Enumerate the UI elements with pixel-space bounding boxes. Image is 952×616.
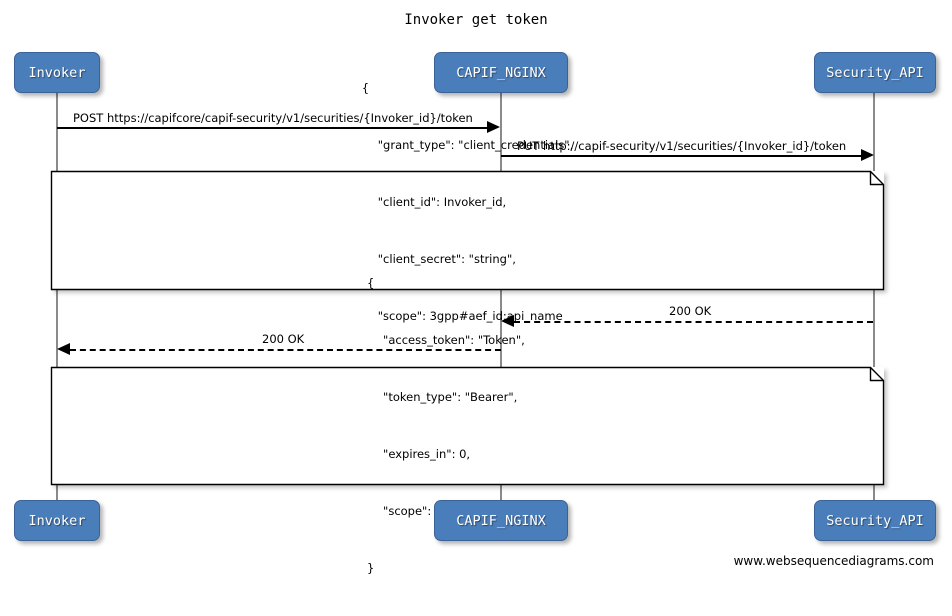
lifeline-invoker xyxy=(56,93,58,501)
note-border-shape xyxy=(50,170,885,291)
message-label-200-ok-invoker: 200 OK xyxy=(262,332,305,346)
note-line: { xyxy=(367,276,375,290)
note-line: "grant_type": "client_credentials", xyxy=(377,137,574,152)
participant-label: CAPIF_NGINX xyxy=(456,512,546,529)
note-line: "client_id": Invoker_id, xyxy=(377,194,507,209)
sequence-diagram-canvas: Invoker get token Invoker CAPIF_NGINX Se… xyxy=(14,12,936,575)
note-line: } xyxy=(367,561,375,575)
arrow-head-200-ok-security xyxy=(501,315,514,327)
arrow-head-200-ok-invoker xyxy=(57,343,70,355)
participant-label: Security_API xyxy=(826,64,924,81)
participant-label: Invoker xyxy=(28,512,86,529)
diagram-title: Invoker get token xyxy=(404,12,548,28)
participant-invoker-bottom[interactable]: Invoker xyxy=(14,500,100,541)
message-line-200-ok-security xyxy=(514,321,873,323)
message-line-200-ok-invoker xyxy=(70,349,501,351)
note-line: { xyxy=(361,80,370,95)
lifeline-capif-nginx xyxy=(500,93,502,501)
message-line-put-token xyxy=(501,155,861,157)
note-body: { "grant_type": "client_credentials", "c… xyxy=(362,41,573,421)
message-label-post-token: POST https://capifcore/capif-security/v1… xyxy=(73,111,473,125)
note-line: "expires_in": 0, xyxy=(383,447,471,461)
participant-capif-nginx-bottom[interactable]: CAPIF_NGINX xyxy=(434,500,568,541)
participant-security-api-bottom[interactable]: Security_API xyxy=(814,500,936,541)
participant-capif-nginx-top[interactable]: CAPIF_NGINX xyxy=(434,52,568,93)
participant-invoker-top[interactable]: Invoker xyxy=(14,52,100,93)
note-request-body: { "grant_type": "client_credentials", "c… xyxy=(50,81,885,380)
lifeline-security-api xyxy=(873,93,875,501)
note-response-body: { "access_token": "Token", "token_type":… xyxy=(50,276,885,575)
message-label-200-ok-security: 200 OK xyxy=(669,304,712,318)
participant-label: Security_API xyxy=(826,512,924,529)
message-label-put-token: PUT http://capif-security/v1/securities/… xyxy=(517,139,847,153)
note-line: "client_secret": "string", xyxy=(377,251,516,266)
participant-label: CAPIF_NGINX xyxy=(456,64,546,81)
participant-security-api-top[interactable]: Security_API xyxy=(814,52,936,93)
arrow-head-post-token xyxy=(487,121,500,133)
message-line-post-token xyxy=(57,127,487,129)
arrow-head-put-token xyxy=(861,149,874,161)
participant-label: Invoker xyxy=(28,64,86,81)
footer-watermark: www.websequencediagrams.com xyxy=(733,554,934,568)
note-line: "token_type": "Bearer", xyxy=(383,390,518,404)
note-body: { "access_token": "Token", "token_type":… xyxy=(367,236,568,616)
note-line: "access_token": "Token", xyxy=(383,333,525,347)
note-border-shape xyxy=(50,366,885,486)
note-line: "scope": 3gpp#aef_id:api_name xyxy=(377,308,563,323)
